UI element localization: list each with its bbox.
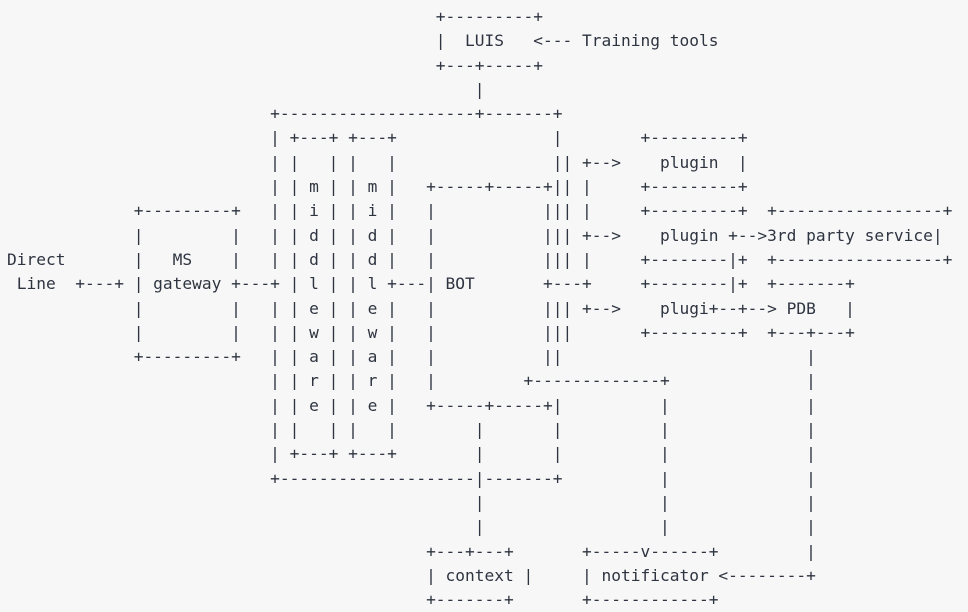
ascii-art-diagram: +---------+ | LUIS <--- Training tools +… — [7, 7, 953, 610]
